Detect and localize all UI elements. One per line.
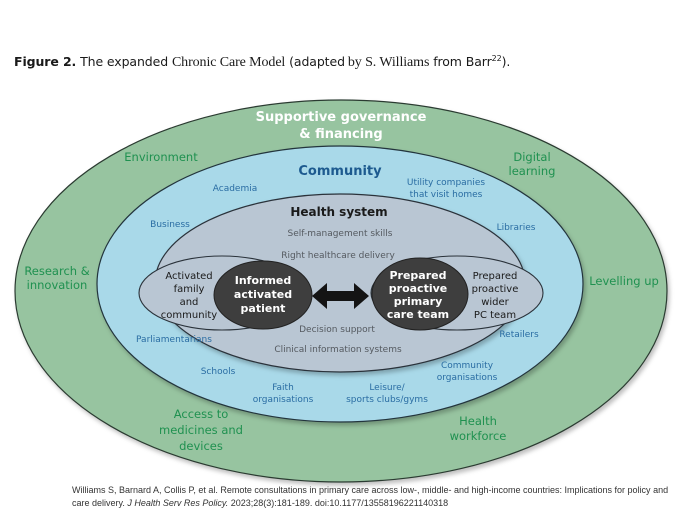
community-item-community-orgs: organisations [437,373,498,383]
health-item-clinical-info: Clinical information systems [274,345,402,355]
informed-patient-label: Informed [235,274,292,287]
wider-pc-team-label: proactive [472,284,519,295]
wider-pc-team-label: wider [481,297,509,308]
outer-item-workforce: Health [459,414,497,428]
figure-caption: Figure 2. The expanded Chronic Care Mode… [14,54,510,71]
outer-item-access: medicines and [159,423,243,437]
primary-care-team-label: Prepared [389,269,446,282]
caption-part: The expanded [80,54,169,70]
community-item-faith: Faith [272,383,294,393]
informed-patient-label: patient [241,302,286,315]
governance-title: Supportive governance [256,110,427,125]
primary-care-team-label: care team [387,308,449,321]
figure-label: Figure 2. [14,54,77,70]
community-item-community-orgs: Community [441,361,494,371]
community-item-leisure: sports clubs/gyms [346,395,428,405]
primary-care-team-label: primary [394,295,443,308]
community-item-faith: organisations [253,395,314,405]
double-arrow-icon [312,283,369,309]
community-item-utility: that visit homes [410,190,483,200]
community-item-retailers: Retailers [499,330,539,340]
health-item-self-management: Self-management skills [288,229,393,239]
citation-ref: 2023;28(3):181-189. doi:10.1177/13558196… [230,498,449,508]
community-item-schools: Schools [201,367,236,377]
outer-item-levelling: Levelling up [589,274,659,288]
primary-care-team-node [371,257,469,331]
outer-item-environment: Environment [124,150,198,164]
caption-part: Chronic Care Model [171,55,286,71]
community-item-utility: Utility companies [407,178,486,188]
outer-item-digital: learning [509,164,556,178]
activated-family-label: and [180,297,199,308]
citation: Williams S, Barnard A, Collis P, et al. … [72,484,682,510]
community-item-libraries: Libraries [497,223,536,233]
outer-item-access: devices [179,439,223,453]
health-item-right-delivery: Right healthcare delivery [281,251,395,261]
wider-pc-team-label: Prepared [473,271,518,282]
citation-text: Williams S, Barnard A, Collis P, et al. … [72,485,669,508]
governance-title: & financing [299,127,383,142]
community-item-business: Business [150,220,190,230]
community-item-leisure: Leisure/ [369,383,405,393]
caption-superscript: 22 [491,54,502,63]
caption-part: (adapted [289,54,345,70]
citation-journal: J Health Serv Res Policy. [127,498,229,508]
outer-item-workforce: workforce [450,429,507,443]
caption-part: by S. Williams [347,55,430,71]
community-item-academia: Academia [213,184,258,194]
wider-pc-team-label: PC team [474,310,516,321]
activated-family-label: community [161,310,217,321]
activated-family-label: Activated [165,271,212,282]
health-item-decision-support: Decision support [299,325,375,335]
community-title: Community [298,164,382,179]
health-system-title: Health system [290,205,387,219]
outer-item-research: innovation [27,278,88,292]
caption-part: from Barr [433,54,492,70]
outer-item-research: Research & [24,264,89,278]
caption-part: ). [501,54,511,70]
informed-patient-label: activated [234,288,292,301]
informed-patient-node [213,260,313,330]
outer-item-access: Access to [174,407,229,421]
community-item-parliamentarians: Parliamentarians [136,335,212,345]
activated-family-label: family [174,284,205,295]
outer-item-digital: Digital [513,150,550,164]
primary-care-team-label: proactive [389,282,447,295]
